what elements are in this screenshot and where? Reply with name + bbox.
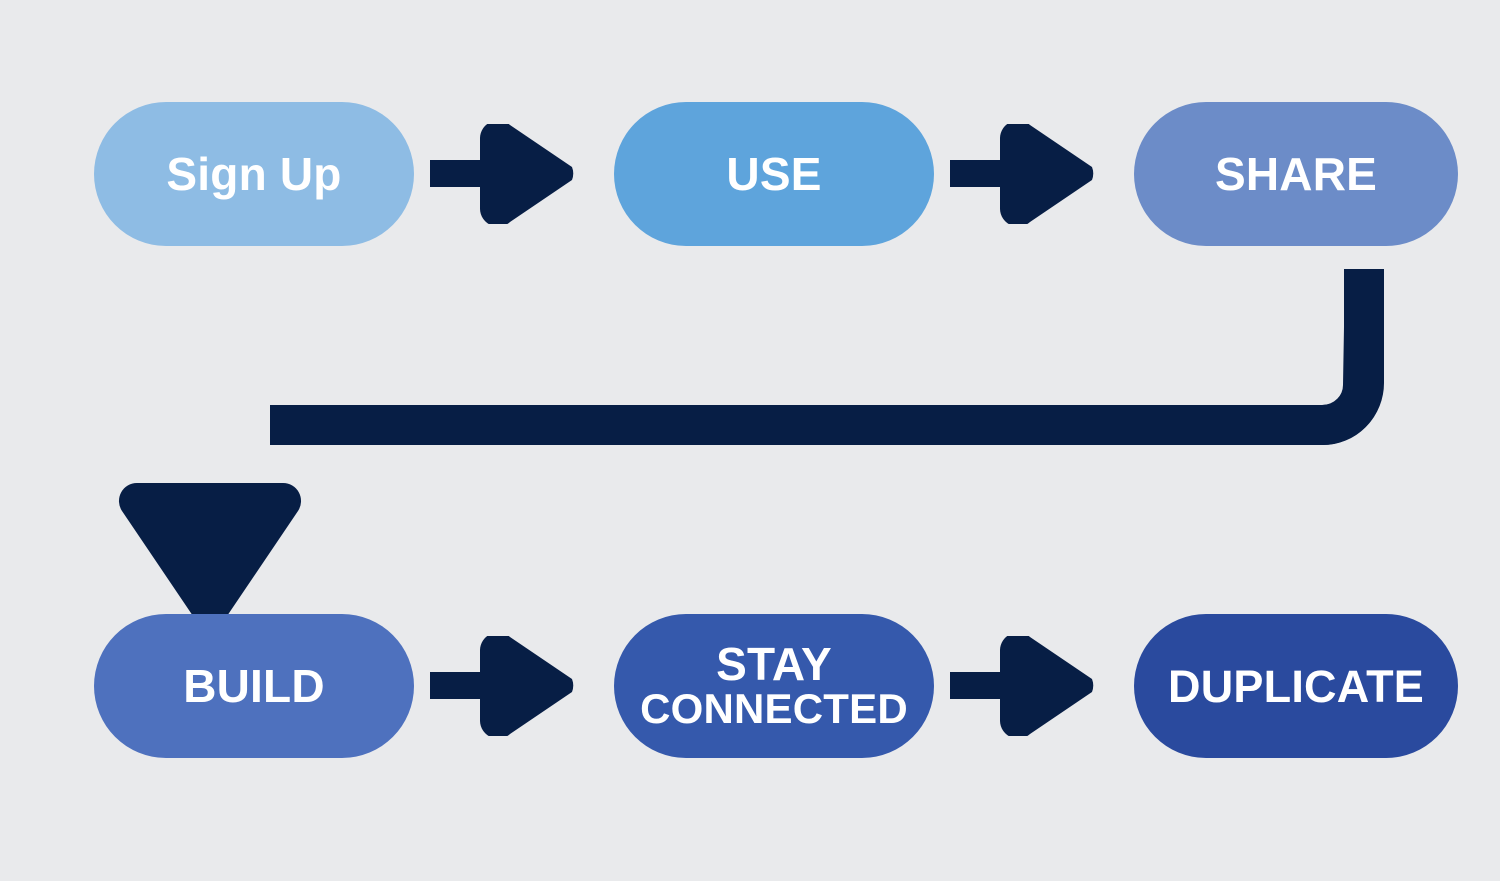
node-use[interactable]: USE (614, 102, 934, 246)
right-arrow-icon-stay-connected-to-duplicate (950, 636, 1094, 736)
node-stay-connected-label: STAY CONNECTED (614, 641, 934, 731)
node-build-label: BUILD (183, 660, 325, 712)
node-stay-connected[interactable]: STAY CONNECTED (614, 614, 934, 758)
node-sign-up[interactable]: Sign Up (94, 102, 414, 246)
right-arrow-icon-build-to-stay-connected (430, 636, 574, 736)
node-use-label: USE (726, 148, 822, 200)
node-stay-connected-label-line1: STAY (716, 638, 832, 691)
node-duplicate-label: DUPLICATE (1168, 660, 1424, 712)
node-stay-connected-label-line2: CONNECTED (640, 685, 908, 733)
node-build[interactable]: BUILD (94, 614, 414, 758)
elbow-down-left-arrow-icon-share-to-build (118, 269, 1384, 615)
node-share-label: SHARE (1214, 148, 1378, 200)
right-arrow-icon-use-to-share (950, 124, 1094, 224)
node-sign-up-label: Sign Up (166, 148, 342, 200)
node-duplicate[interactable]: DUPLICATE (1134, 614, 1458, 758)
right-arrow-icon-sign-up-to-use (430, 124, 574, 224)
node-share[interactable]: SHARE (1134, 102, 1458, 246)
